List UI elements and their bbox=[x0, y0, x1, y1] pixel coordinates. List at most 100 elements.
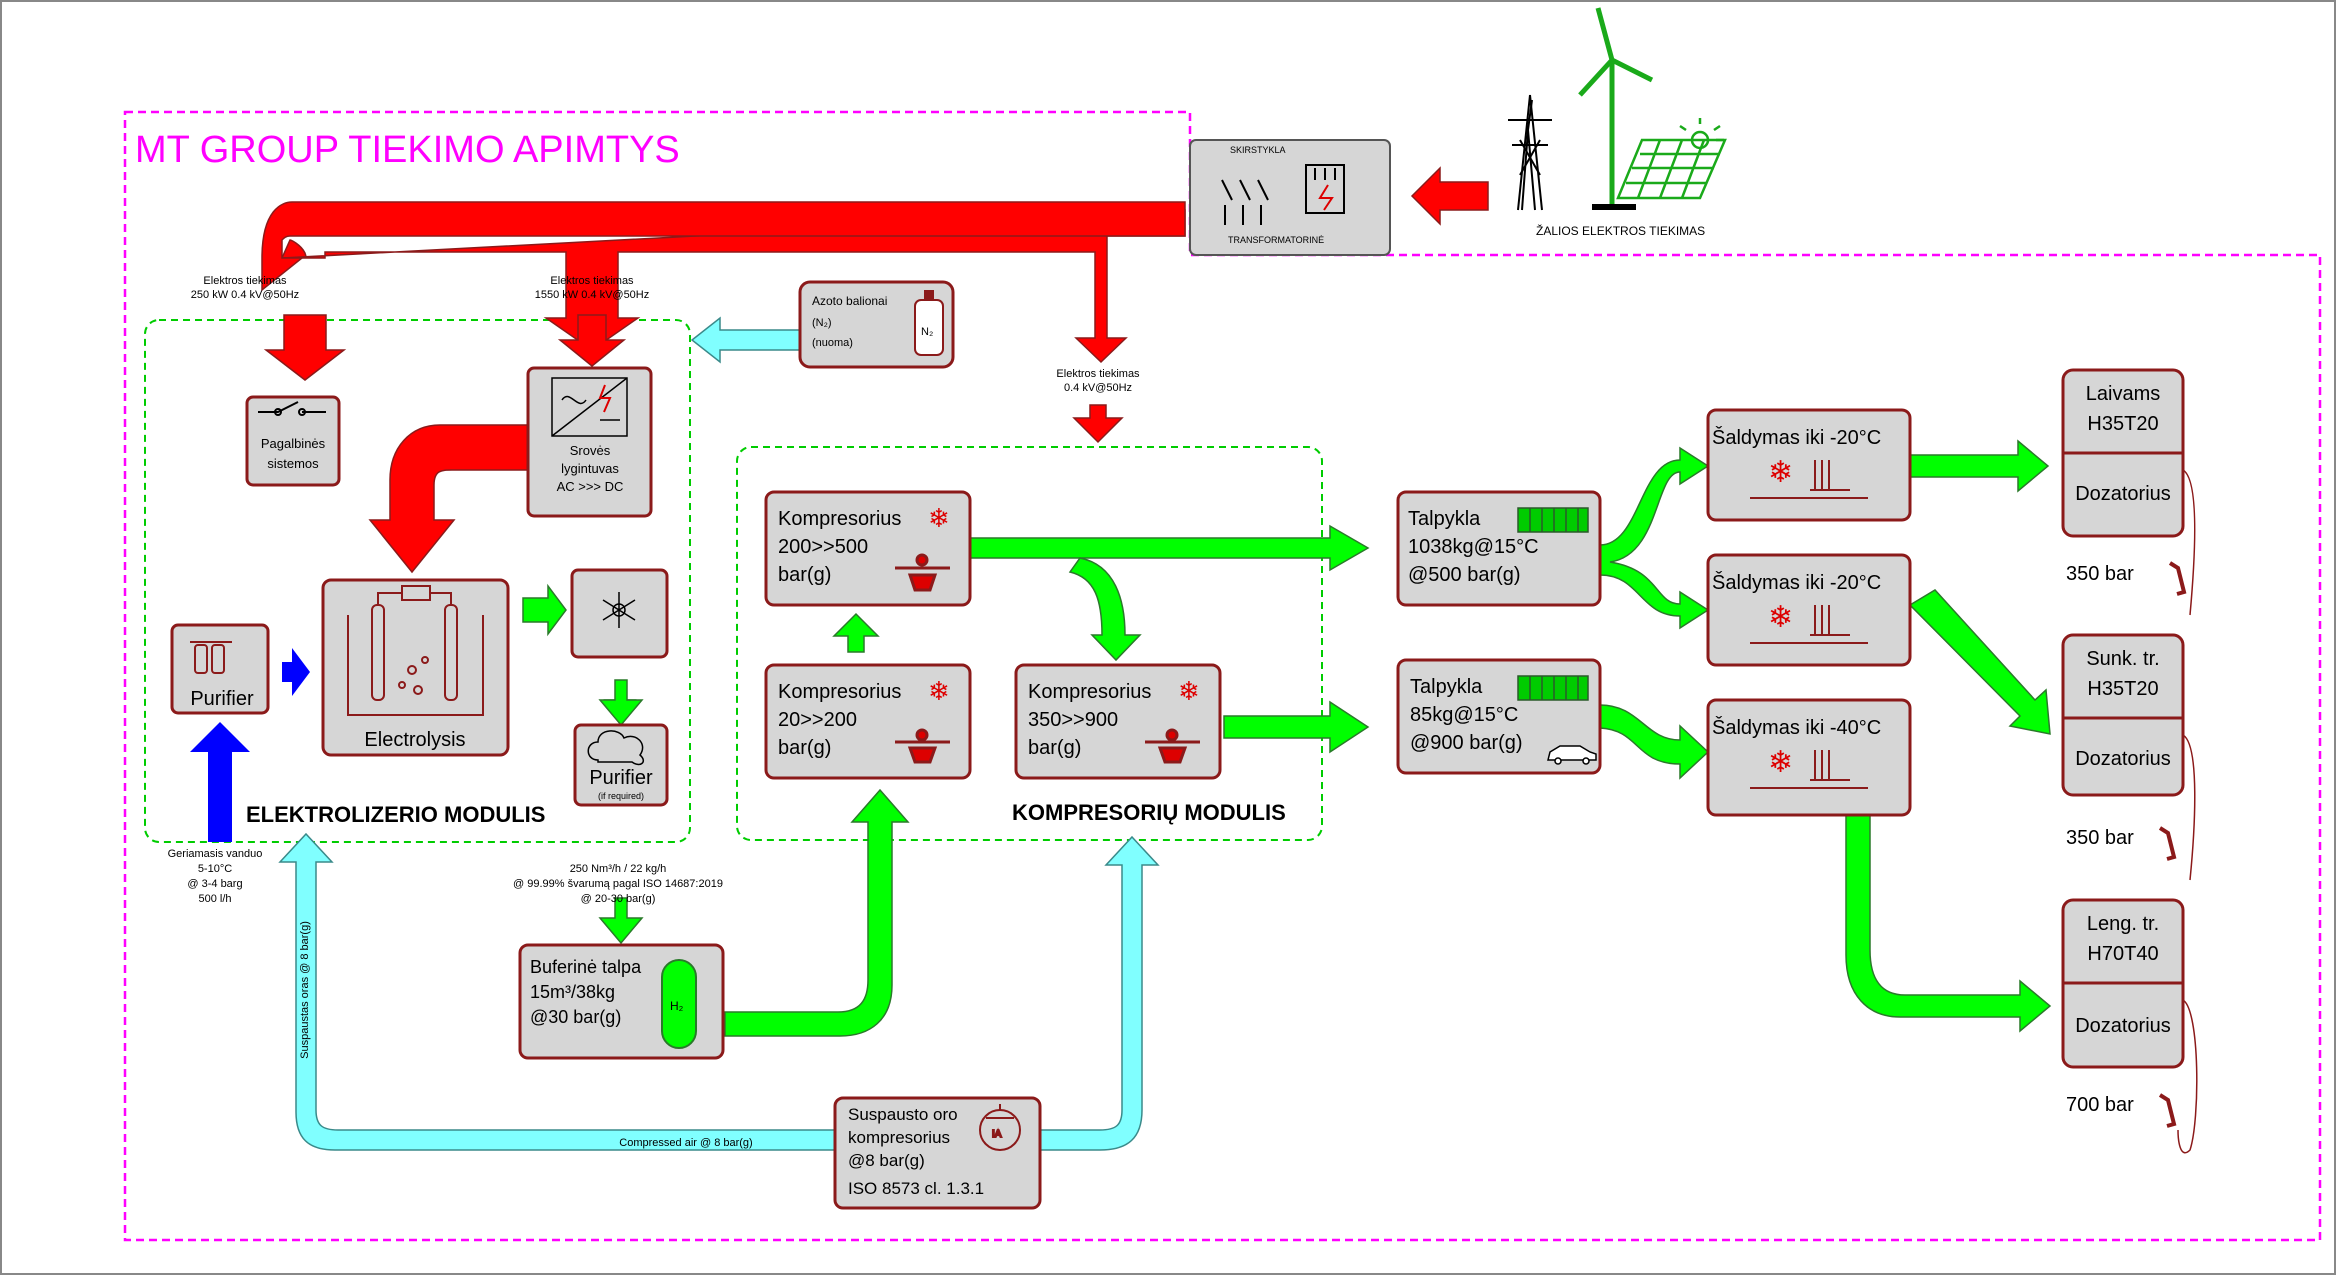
electrolyzer-module-boundary bbox=[144, 319, 691, 843]
svg-text:20>>200: 20>>200 bbox=[778, 709, 857, 731]
compressed-air-vertical-label: Suspaustas oras @ 8 bar(g) bbox=[299, 921, 311, 1059]
svg-text:bar(g): bar(g) bbox=[778, 737, 831, 759]
electrolyzer-module-label: ELEKTROLIZERIO MODULIS bbox=[246, 802, 545, 827]
svg-text:Laivams: Laivams bbox=[2086, 383, 2160, 405]
car-icon bbox=[1547, 745, 1597, 765]
nozzle-icon bbox=[2168, 561, 2187, 596]
cloud-icon bbox=[587, 730, 644, 766]
breaker-icon bbox=[258, 401, 326, 416]
svg-text:Šaldymas iki -20°C: Šaldymas iki -20°C bbox=[1712, 571, 1881, 594]
hose-line bbox=[2182, 469, 2196, 616]
compressed-air-arrows bbox=[278, 316, 1160, 1151]
cylinder-bank-icon bbox=[1517, 675, 1589, 701]
green-power-source: ŽALIOS ELEKTROS TIEKIMAS bbox=[1508, 7, 1727, 238]
svg-text:350>>900: 350>>900 bbox=[1028, 709, 1118, 731]
svg-text:Talpykla: Talpykla bbox=[1408, 508, 1481, 530]
power-feed-2-line1: Elektros tiekimas bbox=[550, 275, 634, 287]
svg-text:kompresorius: kompresorius bbox=[848, 1128, 950, 1147]
rectifier-line2: lygintuvas bbox=[561, 461, 619, 476]
aux-line2: sistemos bbox=[267, 456, 319, 471]
scope-boundary bbox=[123, 110, 2322, 1242]
compressor-icon bbox=[895, 553, 950, 592]
snowflake-icon: ❄ bbox=[1768, 456, 1793, 489]
svg-text:5-10°C: 5-10°C bbox=[198, 863, 232, 875]
power-feed-3-line2: 0.4 kV@50Hz bbox=[1064, 382, 1132, 394]
electrolysis-box: Electrolysis bbox=[321, 578, 510, 757]
purifier-inlet-box: Purifier bbox=[170, 623, 270, 715]
svg-text:@8 bar(g): @8 bar(g) bbox=[848, 1151, 925, 1170]
scope-title: MT GROUP TIEKIMO APIMTYS bbox=[135, 129, 680, 171]
storage-tank-500-box: Talpykla 1038kg@15°C @500 bar(g) bbox=[1396, 490, 1602, 607]
solar-panel-icon bbox=[1616, 118, 1727, 200]
switch-icon bbox=[1221, 179, 1269, 225]
buffer-line2: 15m³/38kg bbox=[530, 982, 615, 1002]
svg-text:H₂: H₂ bbox=[670, 999, 684, 1013]
svg-text:Sunk. tr.: Sunk. tr. bbox=[2086, 648, 2159, 670]
power-pylon-icon bbox=[1508, 94, 1552, 211]
rectifier-box: Srovės lygintuvas AC >>> DC bbox=[526, 366, 653, 518]
cooling-unit-3: Šaldymas iki -40°C ❄ bbox=[1706, 698, 1912, 817]
svg-text:@ 3-4 barg: @ 3-4 barg bbox=[187, 878, 242, 890]
svg-text:Leng. tr.: Leng. tr. bbox=[2087, 913, 2159, 935]
compressor-module-label: KOMPRESORIŲ MODULIS bbox=[1012, 800, 1286, 825]
hydrogen-tank-icon: H₂ bbox=[661, 959, 697, 1049]
svg-text:Šaldymas iki -40°C: Šaldymas iki -40°C bbox=[1712, 716, 1881, 739]
hydrogen-output-label: 250 Nm³/h / 22 kg/h @ 99.99% švarumą pag… bbox=[513, 863, 723, 905]
air-compressor-icon: IA bbox=[979, 1104, 1021, 1151]
filter-icon bbox=[190, 641, 232, 674]
hose-line bbox=[2177, 999, 2198, 1154]
svg-text:N₂: N₂ bbox=[921, 326, 933, 338]
snowflake-icon: ❄ bbox=[1178, 676, 1200, 706]
hose-line bbox=[2182, 734, 2196, 881]
dispenser-ships: Laivams H35T20 Dozatorius 350 bar bbox=[2061, 368, 2196, 616]
water-supply-label: Geriamasis vanduo 5-10°C @ 3-4 barg 500 … bbox=[168, 848, 263, 905]
snowflake-icon: ❄ bbox=[1768, 746, 1793, 779]
svg-text:Geriamasis vanduo: Geriamasis vanduo bbox=[168, 848, 263, 860]
compressor-mid-box: Kompresorius 200>>500 bar(g) ❄ bbox=[764, 490, 972, 607]
chiller-icon bbox=[1750, 605, 1868, 644]
dryer-box bbox=[570, 568, 669, 659]
power-distribution-arrows bbox=[261, 166, 1489, 574]
svg-text:bar(g): bar(g) bbox=[1028, 737, 1081, 759]
rectifier-line1: Srovės bbox=[570, 443, 611, 458]
nitrogen-line1: Azoto balionai bbox=[812, 294, 887, 308]
green-supply-label: ŽALIOS ELEKTROS TIEKIMAS bbox=[1536, 223, 1705, 238]
dispenser-heavy-trucks: Sunk. tr. H35T20 Dozatorius 350 bar bbox=[2061, 633, 2196, 881]
buffer-line3: @30 bar(g) bbox=[530, 1007, 621, 1027]
purifier-outlet-label: Purifier bbox=[589, 767, 653, 789]
svg-text:@500 bar(g): @500 bar(g) bbox=[1408, 564, 1521, 586]
svg-text:H35T20: H35T20 bbox=[2087, 678, 2158, 700]
hydrogen-flow-arrows bbox=[522, 439, 2052, 1037]
svg-text:700 bar: 700 bar bbox=[2066, 1094, 2134, 1116]
svg-text:H70T40: H70T40 bbox=[2087, 943, 2158, 965]
svg-text:@ 20-30 bar(g): @ 20-30 bar(g) bbox=[581, 893, 656, 905]
power-feed-1-line1: Elektros tiekimas bbox=[203, 275, 287, 287]
snowflake-icon bbox=[602, 592, 636, 628]
nozzle-icon bbox=[2158, 826, 2177, 861]
auxiliary-systems-box: Pagalbinės sistemos bbox=[245, 395, 341, 487]
nozzle-icon bbox=[2158, 1093, 2177, 1128]
svg-text:Kompresorius: Kompresorius bbox=[1028, 681, 1151, 703]
electrolysis-cell-icon bbox=[347, 585, 484, 716]
compressor-high-box: Kompresorius 350>>900 bar(g) ❄ bbox=[1014, 663, 1222, 780]
compressor-module-boundary bbox=[736, 446, 1323, 841]
purifier-inlet-label: Purifier bbox=[190, 688, 254, 710]
svg-text:Kompresorius: Kompresorius bbox=[778, 508, 901, 530]
svg-text:250 Nm³/h / 22 kg/h: 250 Nm³/h / 22 kg/h bbox=[570, 863, 667, 875]
transformer-icon bbox=[1305, 164, 1345, 214]
compressor-icon bbox=[1145, 728, 1200, 764]
snowflake-icon: ❄ bbox=[928, 676, 950, 706]
gas-cylinder-icon: N₂ bbox=[914, 290, 944, 356]
dispenser-light-vehicles: Leng. tr. H70T40 Dozatorius 700 bar bbox=[2061, 898, 2198, 1154]
nitrogen-line3: (nuoma) bbox=[812, 337, 853, 349]
switchgear-top-label: SKIRSTYKLA bbox=[1230, 145, 1286, 155]
svg-text:1038kg@15°C: 1038kg@15°C bbox=[1408, 536, 1539, 558]
buffer-tank-box: Buferinė talpa 15m³/38kg @30 bar(g) H₂ bbox=[518, 943, 725, 1060]
svg-text:200>>500: 200>>500 bbox=[778, 536, 868, 558]
svg-text:IA: IA bbox=[992, 1129, 1002, 1140]
svg-text:Suspausto oro: Suspausto oro bbox=[848, 1105, 958, 1124]
svg-text:Kompresorius: Kompresorius bbox=[778, 681, 901, 703]
ac-dc-icon bbox=[551, 377, 628, 437]
